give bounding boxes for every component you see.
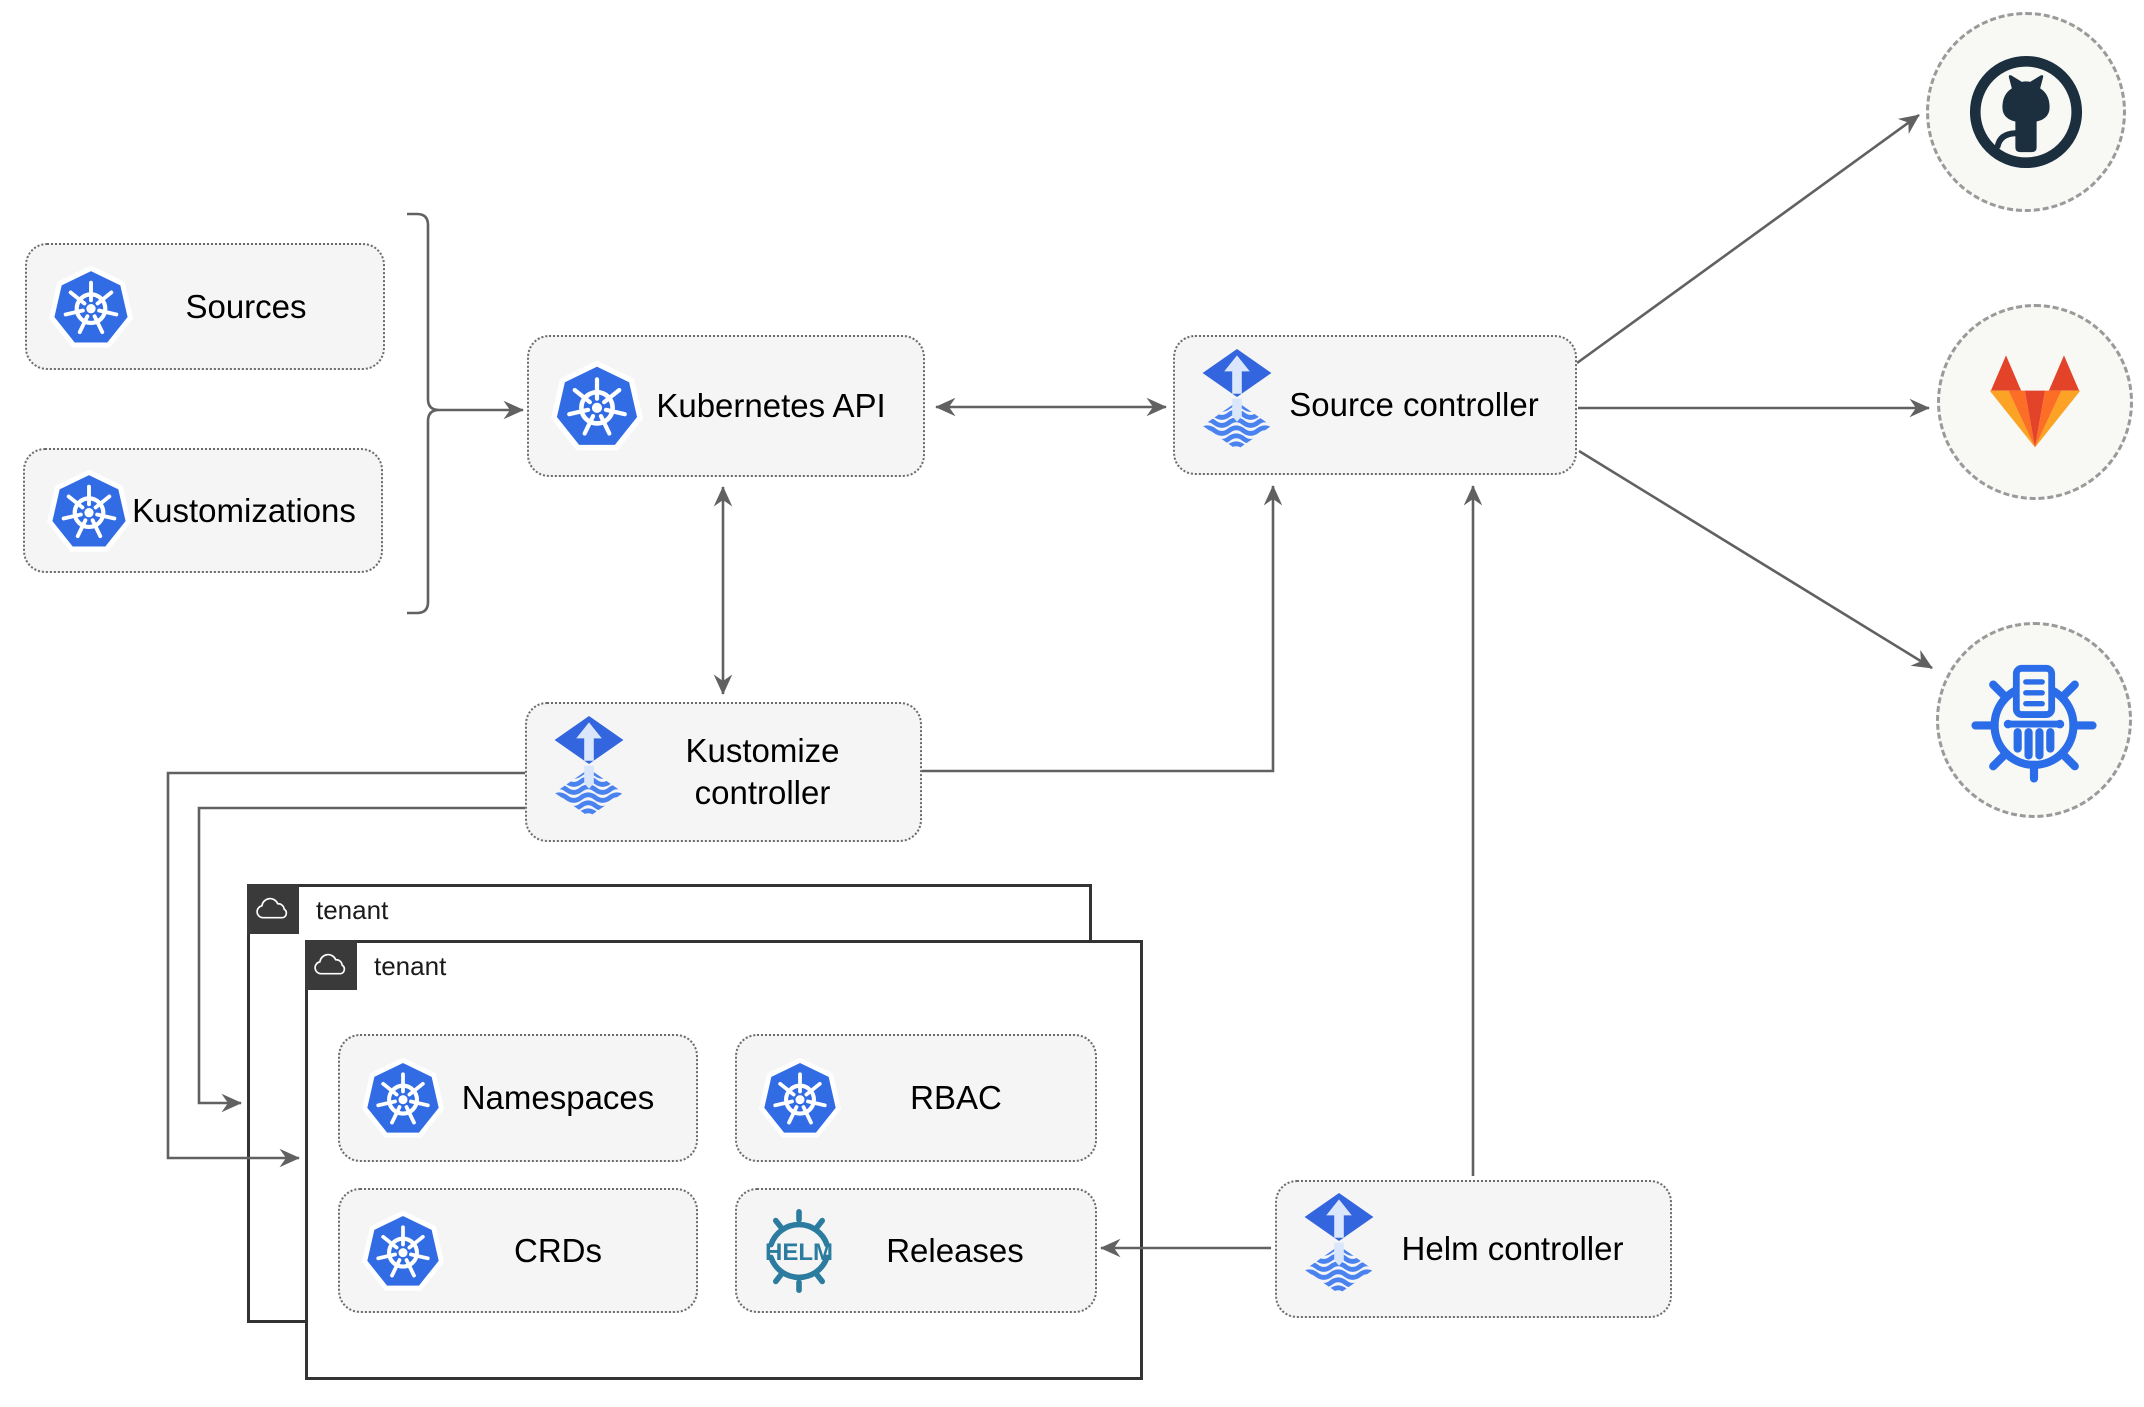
helm-icon: HELM [765,1208,833,1293]
kustomize-controller-label: Kustomize controller [685,731,840,811]
cloud-icon [247,884,299,934]
rbac-box: RBAC [735,1034,1097,1162]
helm-controller-box: Helm controller [1275,1180,1672,1318]
wire-kustomizectl-sourcectl [922,485,1283,773]
crds-label: CRDs [514,1231,602,1269]
flux-icon [549,716,629,828]
kubernetes-api-box: Kubernetes API [527,335,925,477]
gitlab-icon [1972,350,2098,454]
sources-box: Sources [25,243,385,370]
flux-icon [1197,349,1277,461]
wire-sourcectl-chartmuseum [1578,449,1933,670]
chartmuseum-icon [1966,652,2102,788]
kustomize-controller-box: Kustomize controller [525,702,922,842]
kubernetes-icon [759,1057,841,1139]
kubernetes-icon [362,1057,444,1139]
releases-label: Releases [886,1231,1024,1269]
namespaces-label: Namespaces [461,1079,655,1116]
kustomizations-box: Kustomizations [23,448,383,573]
wire-sourcectl-github [1576,113,1920,365]
cloud-icon [305,940,357,990]
kubernetes-icon [47,469,131,553]
helm-controller-label: Helm controller [1401,1229,1624,1267]
github-endpoint [1926,12,2126,212]
tenant-label: tenant [316,895,389,925]
kubernetes-icon [362,1210,444,1292]
tenant-label: tenant [374,951,447,981]
rbac-label: RBAC [910,1079,1002,1116]
crds-box: CRDs [338,1188,698,1313]
github-icon [1967,53,2085,171]
kustomizations-label: Kustomizations [132,491,356,529]
gitlab-endpoint [1937,304,2133,500]
source-controller-label: Source controller [1289,385,1539,423]
flux-icon [1299,1193,1379,1305]
helm-logo-text: HELM [765,1238,833,1265]
namespaces-box: Namespaces [338,1034,698,1162]
kubernetes-api-label: Kubernetes API [656,387,886,424]
releases-box: HELM Releases [735,1188,1097,1313]
chartmuseum-endpoint [1936,622,2132,818]
bracket [407,212,440,615]
source-controller-box: Source controller [1173,335,1577,475]
kubernetes-icon [49,265,133,349]
kubernetes-icon [551,360,643,452]
sources-label: Sources [185,287,307,325]
